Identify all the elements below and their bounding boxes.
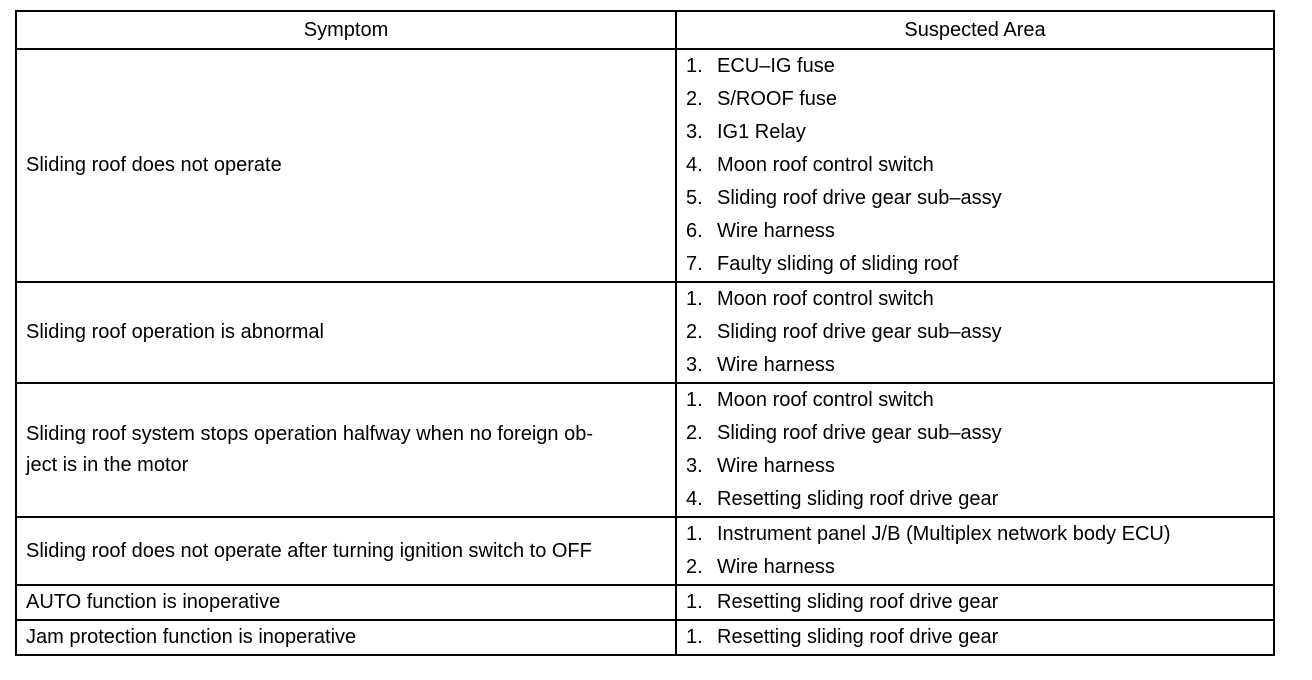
list-item: 1. Moon roof control switch [686,384,1264,417]
list-item: 2. Wire harness [686,551,1264,584]
table-header-row: Symptom Suspected Area [15,10,1275,50]
list-item-text: Moon roof control switch [717,154,934,176]
list-item-text: Resetting sliding roof drive gear [717,488,999,510]
table-row: Sliding roof does not operate after turn… [15,516,1275,586]
column-header-symptom: Symptom [15,10,677,50]
list-item-number: 2. [686,556,703,578]
list-item-text: Wire harness [717,354,835,376]
list-item-number: 3. [686,455,703,477]
symptom-cell: AUTO function is inoperative [15,584,677,621]
suspected-area-list: 1. Resetting sliding roof drive gear [686,586,1264,619]
list-item-number: 1. [686,389,703,411]
suspected-area-cell: 1. Moon roof control switch 2. Sliding roof… [675,382,1275,518]
list-item-text: S/ROOF fuse [717,88,838,110]
list-item-text: Faulty sliding of sliding roof [717,253,959,275]
list-item-text: Wire harness [717,556,835,578]
table-row: AUTO function is inoperative 1. Resetting … [15,584,1275,621]
symptom-text: Sliding roof system stops operation half… [26,423,593,476]
list-item: 1. ECU–IG fuse [686,50,1264,83]
list-item-number: 4. [686,154,703,176]
suspected-area-cell: 1. Instrument panel J/B (Multiplex networ… [675,516,1275,586]
suspected-area-list: 1. ECU–IG fuse 2. S/ROOF fuse 3. IG1 Relay 4. M… [686,50,1264,281]
list-item: 1. Moon roof control switch [686,283,1264,316]
list-item-number: 1. [686,523,703,545]
table-row: Sliding roof operation is abnormal 1. Moon… [15,281,1275,384]
symptom-cell: Sliding roof does not operate after turn… [15,516,677,586]
list-item-number: 2. [686,88,703,110]
suspected-area-cell: 1. Resetting sliding roof drive gear [675,619,1275,656]
table-row: Sliding roof system stops operation half… [15,382,1275,518]
list-item: 2. S/ROOF fuse [686,83,1264,116]
list-item-text: Resetting sliding roof drive gear [717,591,999,613]
list-item: 2. Sliding roof drive gear sub–assy [686,316,1264,349]
list-item: 1. Instrument panel J/B (Multiplex networ… [686,518,1264,551]
suspected-area-list: 1. Instrument panel J/B (Multiplex networ… [686,518,1264,584]
list-item-number: 6. [686,220,703,242]
symptom-text: Sliding roof does not operate after turn… [26,539,592,562]
list-item-text: Resetting sliding roof drive gear [717,626,999,648]
list-item-number: 2. [686,321,703,343]
list-item-number: 7. [686,253,703,275]
suspected-area-cell: 1. ECU–IG fuse 2. S/ROOF fuse 3. IG1 Relay 4. M… [675,48,1275,283]
list-item-number: 2. [686,422,703,444]
list-item-number: 3. [686,354,703,376]
list-item-number: 3. [686,121,703,143]
list-item: 6. Wire harness [686,215,1264,248]
list-item-text: Sliding roof drive gear sub–assy [717,422,1002,444]
list-item: 4. Resetting sliding roof drive gear [686,483,1264,516]
list-item-number: 5. [686,187,703,209]
table-body: Sliding roof does not operate 1. ECU–IG fu… [15,48,1275,656]
suspected-area-list: 1. Resetting sliding roof drive gear [686,621,1264,654]
list-item-text: Wire harness [717,220,835,242]
list-item-text: Sliding roof drive gear sub–assy [717,321,1002,343]
symptom-text: AUTO function is inoperative [26,591,281,613]
list-item-number: 1. [686,55,703,77]
list-item-text: Sliding roof drive gear sub–assy [717,187,1002,209]
symptom-text: Sliding roof does not operate [26,154,282,176]
symptom-cell: Sliding roof does not operate [15,48,677,283]
symptom-cell: Jam protection function is inoperative [15,619,677,656]
list-item: 1. Resetting sliding roof drive gear [686,586,1264,619]
list-item: 4. Moon roof control switch [686,149,1264,182]
list-item-text: ECU–IG fuse [717,55,835,77]
list-item-text: Moon roof control switch [717,288,934,310]
list-item-number: 1. [686,288,703,310]
troubleshooting-table: Symptom Suspected Area Sliding roof does… [15,10,1275,656]
list-item-number: 1. [686,626,703,648]
list-item-text: Moon roof control switch [717,389,934,411]
suspected-area-cell: 1. Resetting sliding roof drive gear [675,584,1275,621]
symptom-text: Sliding roof operation is abnormal [26,321,324,343]
column-header-suspected-area: Suspected Area [675,10,1275,50]
list-item-number: 1. [686,591,703,613]
list-item: 3. IG1 Relay [686,116,1264,149]
list-item-number: 4. [686,488,703,510]
table-row: Jam protection function is inoperative 1.… [15,619,1275,656]
suspected-area-cell: 1. Moon roof control switch 2. Sliding roof… [675,281,1275,384]
list-item: 7. Faulty sliding of sliding roof [686,248,1264,281]
symptom-cell: Sliding roof system stops operation half… [15,382,677,518]
list-item: 3. Wire harness [686,349,1264,382]
list-item-text: IG1 Relay [717,121,806,143]
symptom-text: Jam protection function is inoperative [26,626,357,648]
table-row: Sliding roof does not operate 1. ECU–IG fu… [15,48,1275,283]
suspected-area-list: 1. Moon roof control switch 2. Sliding roof… [686,283,1264,382]
list-item: 3. Wire harness [686,450,1264,483]
list-item-text: Wire harness [717,455,835,477]
symptom-cell: Sliding roof operation is abnormal [15,281,677,384]
list-item: 2. Sliding roof drive gear sub–assy [686,417,1264,450]
list-item: 1. Resetting sliding roof drive gear [686,621,1264,654]
list-item-text: Instrument panel J/B (Multiplex network … [717,523,1171,545]
suspected-area-list: 1. Moon roof control switch 2. Sliding roof… [686,384,1264,516]
list-item: 5. Sliding roof drive gear sub–assy [686,182,1264,215]
